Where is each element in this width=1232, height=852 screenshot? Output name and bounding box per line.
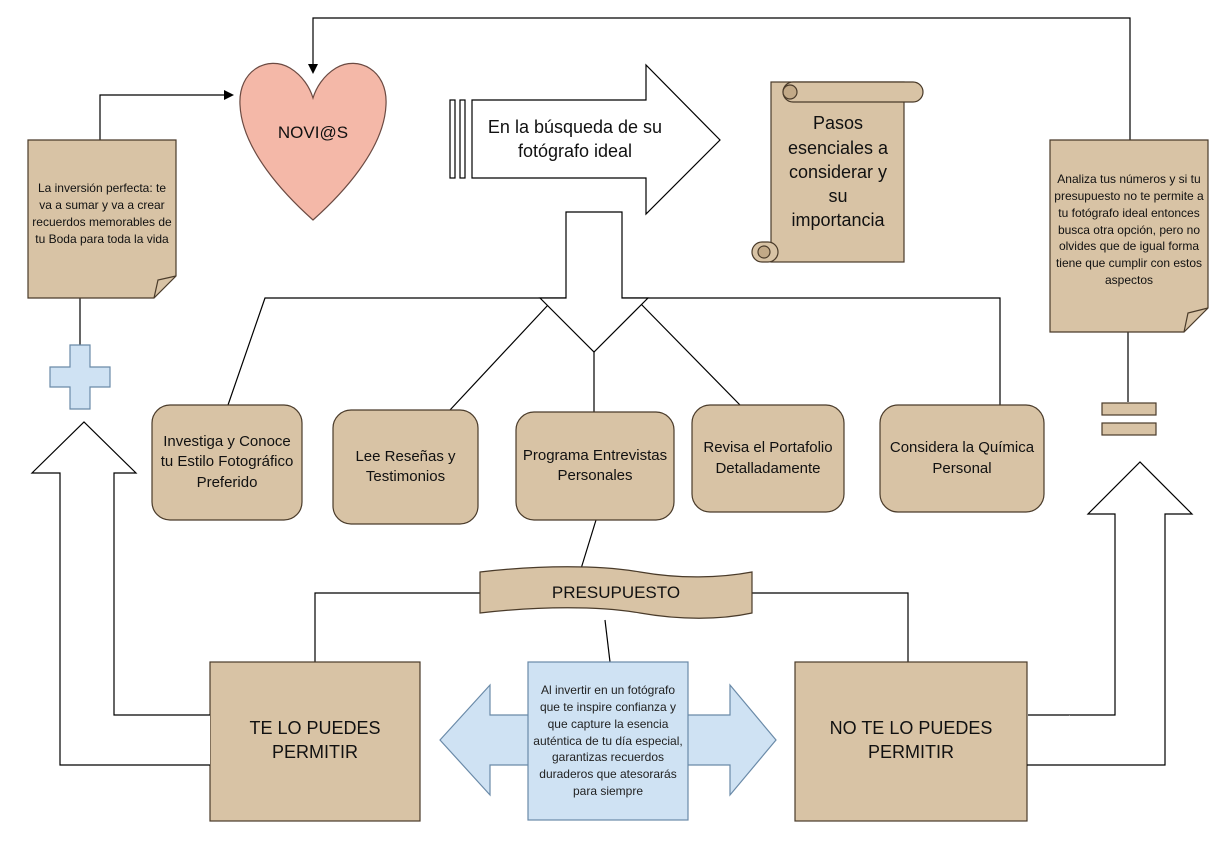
can-afford-box (209, 661, 421, 822)
left-note-text: La inversión perfecta: te va a sumar y v… (32, 181, 172, 246)
search-arrow (449, 63, 721, 216)
step-resenas-label: Lee Reseñas y Testimonios (355, 447, 456, 485)
budget-to-center-note (604, 619, 611, 663)
center-note-text: Al invertir en un fotógrafo que te inspi… (533, 683, 683, 798)
right-up-arrow (1027, 461, 1194, 766)
branch-to-step4 (639, 302, 741, 406)
equals-icon (1101, 402, 1157, 436)
left-note-to-heart-arrow (99, 90, 234, 140)
scroll-text: Pasos esenciales a considerar y su impor… (787, 113, 889, 231)
left-up-arrow (30, 421, 210, 766)
budget-to-cannot-afford (752, 592, 909, 662)
search-arrow-text: En la búsqueda de su fotógrafo ideal (487, 116, 663, 161)
left-note-shape (27, 139, 177, 299)
down-arrow (538, 211, 650, 353)
right-note-shape (1049, 139, 1209, 333)
loop-arrow-to-heart (308, 17, 1131, 140)
center-note-box (527, 661, 689, 821)
cannot-afford-box (794, 661, 1028, 822)
step-quimica-label: Considera la Química Personal (889, 439, 1035, 477)
can-afford-label: TE LO PUEDES PERMITIR (249, 717, 381, 762)
branch-to-step2 (449, 304, 549, 411)
budget-to-can-afford (314, 592, 480, 662)
right-note-text: Analiza tus números y si tu presupuesto … (1054, 172, 1204, 287)
heart-icon (239, 62, 387, 221)
budget-label: PRESUPUESTO (551, 582, 681, 602)
scroll-icon (751, 81, 924, 263)
step3-to-budget (579, 519, 597, 573)
budget-banner (479, 566, 753, 619)
step-investiga-label: Investiga y Conoce tu Estilo Fotográfico… (160, 433, 294, 491)
step-entrevistas-label: Programa Entrevistas Personales (522, 446, 668, 484)
plus-icon (49, 344, 111, 410)
step-portafolio-label: Revisa el Portafolio Detalladamente (703, 439, 833, 477)
heart-label: NOVI@S (277, 122, 349, 142)
cannot-afford-label: NO TE LO PUEDES PERMITIR (829, 717, 993, 762)
step-boxes (151, 404, 1045, 525)
